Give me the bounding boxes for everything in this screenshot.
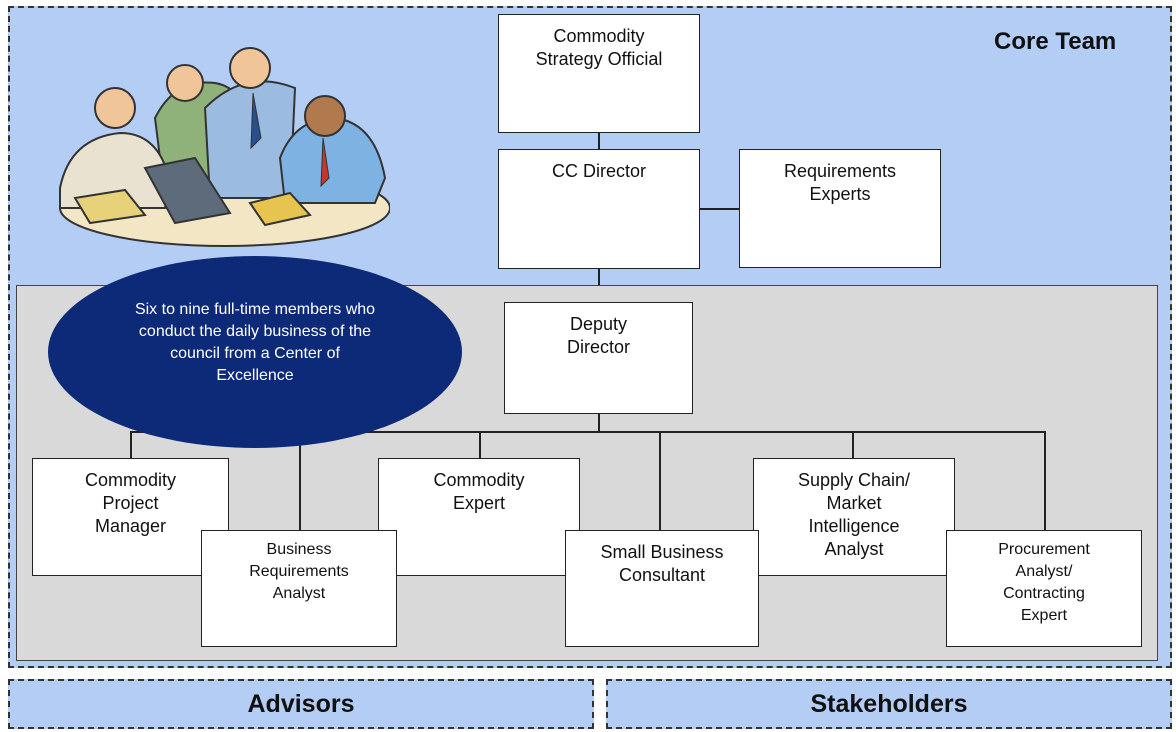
connector-deputy-bus [598,413,600,432]
connector-director-experts [700,208,740,210]
core-team-label: Core Team [994,28,1117,55]
stakeholders-panel: Stakeholders [606,679,1172,729]
connector-drop-project-manager [130,431,132,459]
box-requirements-experts: Requirements Experts [739,149,941,268]
box-commodity-project-manager: Commodity Project Manager [32,458,229,576]
connector-drop-commodity-expert [479,431,481,459]
box-deputy-director: Deputy Director [504,302,693,414]
team-meeting-illustration [55,38,391,250]
advisors-label: Advisors [247,689,355,718]
box-small-business-consultant: Small Business Consultant [565,530,759,647]
connector-horizontal-bus [130,431,1046,433]
box-commodity-strategy-official: Commodity Strategy Official [498,14,700,133]
box-business-requirements-analyst: Business Requirements Analyst [201,530,397,647]
core-team-callout: Six to nine full-time members who conduc… [48,256,462,448]
connector-drop-small-business [659,431,661,531]
connector-drop-supply-chain [852,431,854,459]
advisors-panel: Advisors [8,679,594,729]
stakeholders-label: Stakeholders [810,689,968,718]
box-supply-chain-analyst: Supply Chain/ Market Intelligence Analys… [753,458,955,576]
box-commodity-expert: Commodity Expert [378,458,580,576]
connector-official-director [598,132,600,150]
connector-drop-procurement [1044,431,1046,531]
box-procurement-analyst: Procurement Analyst/ Contracting Expert [946,530,1142,647]
connector-drop-business-requirements [299,431,301,531]
box-cc-director: CC Director [498,149,700,269]
